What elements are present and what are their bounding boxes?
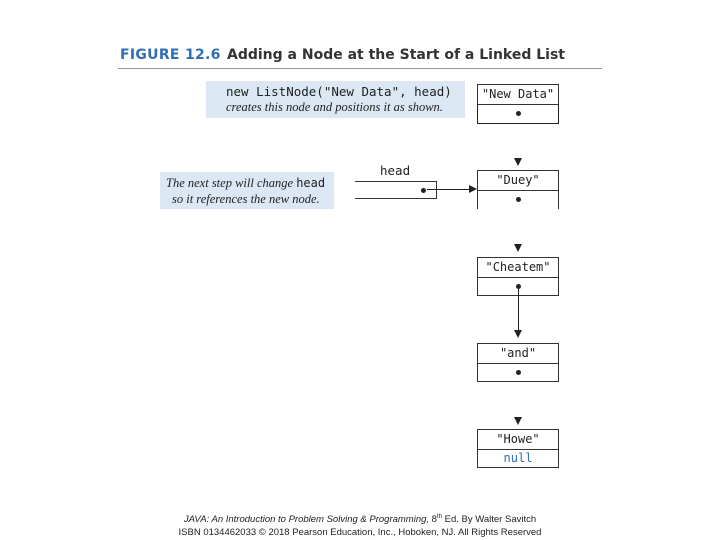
node-and: "and": [477, 343, 559, 382]
footer-edition-number: 8: [431, 514, 437, 526]
arrowhead-cheatem: [514, 244, 522, 252]
callout-code: new ListNode("New Data", head): [226, 84, 452, 99]
figure-header: FIGURE 12.6 Adding a Node at the Start o…: [118, 46, 602, 69]
callout-next-step: The next step will change head so it ref…: [160, 172, 334, 209]
node-value: "Howe": [478, 430, 558, 450]
node-link: [478, 190, 558, 209]
arrowhead-and: [514, 330, 522, 338]
node-border-left: [477, 104, 478, 124]
callout-next-step-line1: The next step will change head: [166, 176, 325, 191]
callout-note: creates this node and positions it as sh…: [226, 100, 443, 114]
node-border-right: [558, 104, 559, 124]
node-link: [478, 277, 558, 295]
node-link-null: null: [478, 449, 558, 467]
head-arrow-line: [427, 189, 469, 190]
link-arrow-line: [518, 287, 519, 331]
head-variable-label: head: [380, 163, 411, 178]
callout-next-step-code: head: [296, 176, 326, 190]
footer-copyright: ISBN 0134462033 © 2018 Pearson Education…: [178, 527, 542, 538]
node-value: "Cheatem": [478, 258, 558, 278]
footer-book-title: JAVA: An Introduction to Problem Solving…: [183, 514, 430, 526]
reference-dot: [515, 111, 521, 116]
callout-next-step-text: The next step will change: [166, 176, 297, 190]
reference-dot: [515, 283, 521, 289]
reference-dot: [515, 197, 521, 202]
head-reference-dot: [420, 187, 426, 193]
arrowhead-duey: [514, 158, 522, 166]
figure-label: FIGURE 12.6: [120, 47, 221, 63]
node-value: "New Data": [478, 85, 558, 105]
arrowhead-howe: [514, 417, 522, 425]
node-new-data: "New Data": [477, 84, 559, 123]
node-border-bottom: [477, 123, 559, 124]
callout-next-step-line2: so it references the new node.: [172, 192, 320, 206]
callout-new-node: new ListNode("New Data", head) creates t…: [206, 81, 465, 118]
reference-dot: [515, 369, 521, 375]
node-link: [478, 363, 558, 381]
footer-author: Ed. By Walter Savitch: [444, 514, 537, 526]
footer-edition-suffix: th: [436, 514, 442, 520]
footer-line1: JAVA: An Introduction to Problem Solving…: [0, 514, 720, 525]
head-variable-box: [355, 181, 437, 199]
figure-title: Adding a Node at the Start of a Linked L…: [227, 47, 565, 63]
node-value: "and": [478, 344, 558, 364]
head-arrowhead: [469, 185, 477, 193]
node-link: [478, 104, 558, 123]
node-howe: "Howe" null: [477, 429, 559, 468]
null-label: null: [503, 451, 533, 465]
node-duey: "Duey": [477, 170, 559, 209]
node-value: "Duey": [478, 171, 558, 191]
